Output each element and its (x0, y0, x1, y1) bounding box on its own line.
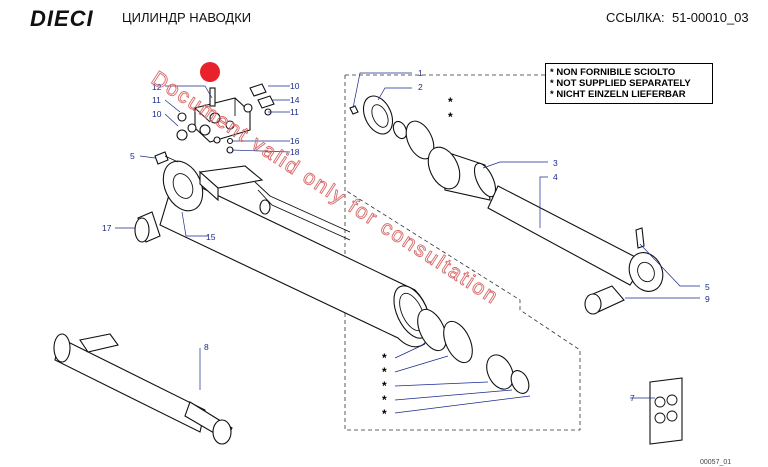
callout-1: 1 (418, 68, 423, 78)
supply-note-box: * NON FORNIBILE SCIOLTO * NOT SUPPLIED S… (545, 63, 713, 104)
callout-14: 14 (290, 95, 300, 105)
star-seal-5: * (382, 379, 387, 393)
seal-kit-package[interactable] (649, 377, 683, 445)
callout-12: 12 (152, 82, 162, 92)
callout-17: 17 (102, 223, 112, 233)
page-title: ЦИЛИНДР НАВОДКИ (122, 10, 252, 25)
piston-gland[interactable] (422, 142, 500, 201)
callout-10-left: 10 (152, 109, 162, 119)
grease-nipple-left[interactable] (154, 151, 179, 165)
callout-16: 16 (290, 136, 300, 146)
star-seal-7: * (382, 407, 387, 421)
note-line-it: * NON FORNIBILE SCIOLTO (550, 67, 676, 78)
callout-4: 4 (553, 172, 558, 182)
cylinder-assembly-view[interactable] (53, 333, 233, 445)
callout-11-left: 11 (152, 95, 161, 105)
star-seal-2: * (448, 110, 453, 124)
callout-7: 7 (630, 393, 635, 403)
dieci-logo: DIECI (30, 6, 94, 31)
star-seal-1: * (448, 95, 453, 109)
callout-8: 8 (204, 342, 209, 352)
bushing-17[interactable] (134, 211, 161, 243)
callout-5-right: 5 (705, 282, 710, 292)
reference-value: 51-00010_03 (672, 10, 749, 25)
star-seal-4: * (382, 365, 387, 379)
assembly-group-outline (344, 75, 581, 431)
drawing-id: 00057_01 (700, 459, 732, 466)
callout-11-right: 11 (290, 107, 299, 117)
highlight-marker (200, 62, 220, 82)
callout-10-right: 10 (290, 81, 300, 91)
reference-label: ССЫЛКА: (606, 10, 665, 25)
piston-rod[interactable] (487, 185, 669, 297)
fitting-parts-small[interactable] (176, 83, 275, 154)
callout-15: 15 (206, 232, 216, 242)
callout-5-left: 5 (130, 151, 135, 161)
note-line-de: * NICHT EINZELN LIEFERBAR (550, 89, 686, 100)
callout-3: 3 (553, 158, 558, 168)
note-line-en: * NOT SUPPLIED SEPARATELY (550, 78, 691, 89)
piston-seals[interactable] (412, 305, 532, 396)
callout-9: 9 (705, 294, 710, 304)
valve-block[interactable] (194, 87, 251, 143)
callout-2: 2 (418, 82, 423, 92)
star-seal-6: * (382, 393, 387, 407)
gland-seals[interactable] (349, 91, 439, 163)
callout-18: 18 (290, 147, 300, 157)
header: DIECI ЦИЛИНДР НАВОДКИ ССЫЛКА: 51-00010_0… (0, 0, 768, 34)
cylinder-barrel[interactable] (156, 155, 438, 348)
leader-lines (115, 72, 700, 414)
star-seal-3: * (382, 351, 387, 365)
bushing-9[interactable] (584, 285, 625, 315)
